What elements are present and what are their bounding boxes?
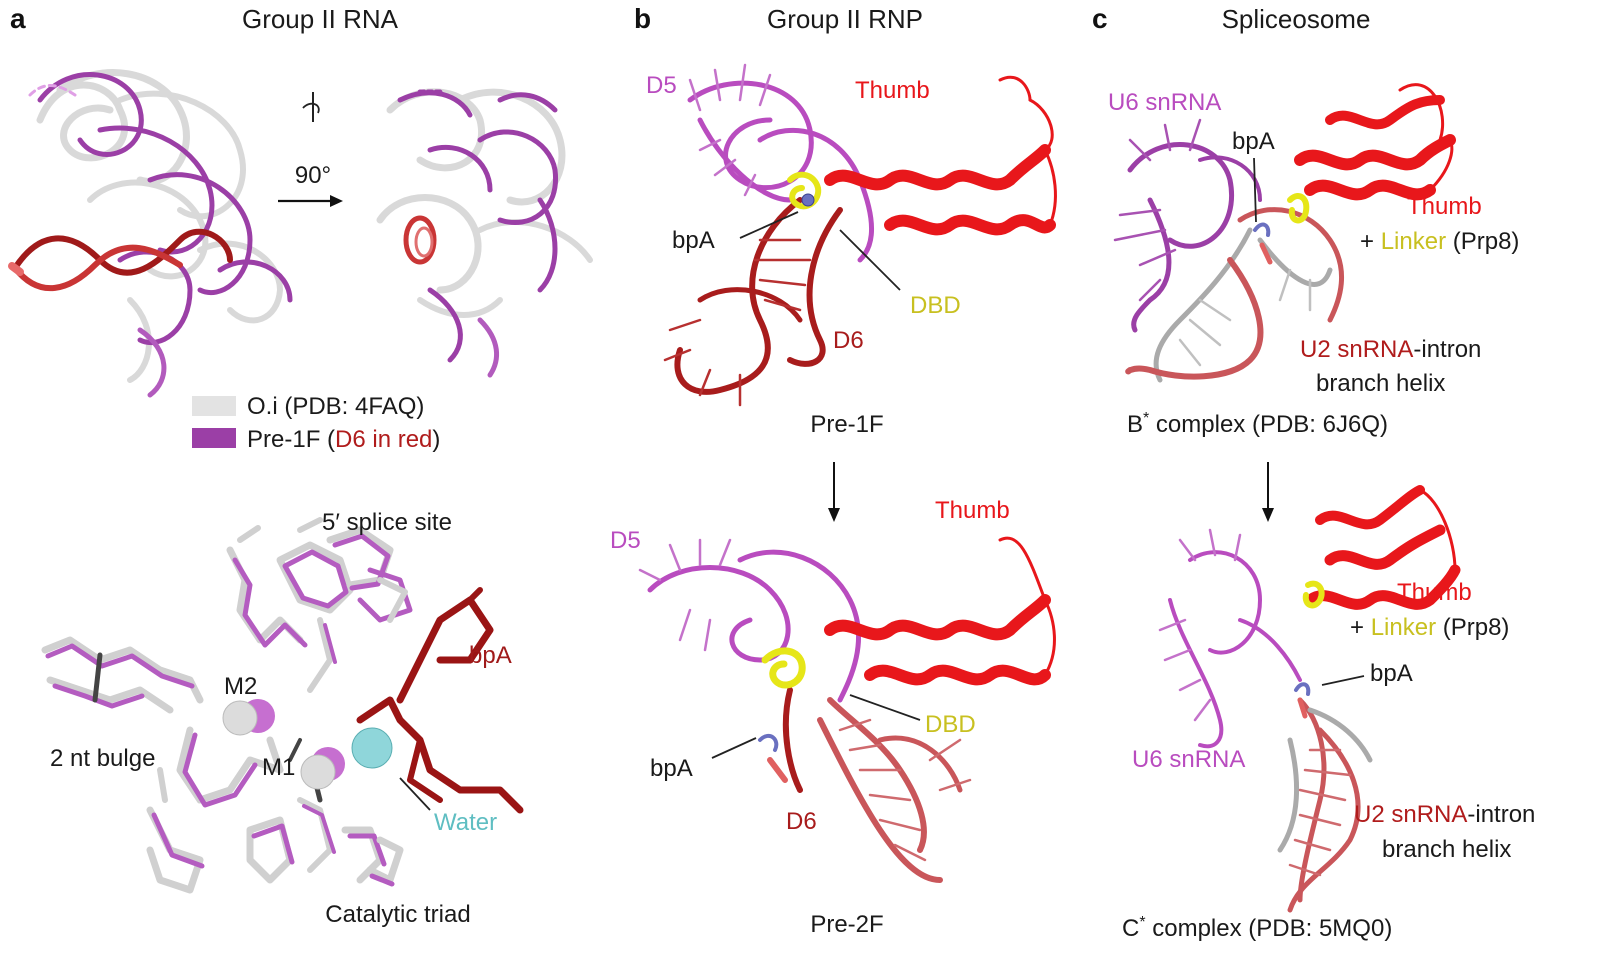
label-thumb-c-top: Thumb: [1407, 193, 1482, 220]
panel-a-letter: a: [10, 3, 26, 34]
down-arrow-icon-c: [1262, 508, 1274, 522]
caption-pre2f: Pre-2F: [810, 911, 883, 938]
group-ii-rna-structure-right: [376, 88, 593, 378]
label-catalytic-triad: Catalytic triad: [325, 901, 470, 928]
legend-swatch-oi: [192, 396, 236, 416]
metal-ions: [222, 699, 393, 790]
caption-cstar: C* complex (PDB: 5MQ0): [1122, 914, 1392, 942]
label-bpa-c-bottom: bpA: [1370, 660, 1413, 687]
label-bpa-a: bpA: [469, 642, 512, 669]
bpa-atom-top: [801, 193, 815, 207]
label-branch-c-bottom: branch helix: [1382, 836, 1511, 863]
label-d5-bottom: D5: [610, 527, 641, 554]
label-d6-bottom: D6: [786, 808, 817, 835]
right-arrow-icon: [330, 195, 343, 207]
water-molecule: [351, 727, 393, 769]
panel-a-legend: O.i (PDB: 4FAQ) Pre-1F (D6 in red): [192, 393, 440, 453]
group-ii-rna-structure-left: [8, 69, 293, 398]
label-m2: M2: [224, 673, 257, 700]
legend-label-pre1f: Pre-1F (D6 in red): [247, 426, 440, 453]
label-u6-bottom: U6 snRNA: [1132, 746, 1245, 773]
m2-ion-grey: [222, 700, 258, 736]
label-d5-top: D5: [646, 72, 677, 99]
label-m1: M1: [262, 754, 295, 781]
rnp-structure-bottom: [638, 536, 1056, 883]
label-bpa-c-top: bpA: [1232, 128, 1275, 155]
label-bulge: 2 nt bulge: [50, 745, 155, 772]
caption-pre1f: Pre-1F: [810, 411, 883, 438]
rnp-structure-top: [663, 63, 1057, 407]
spliceosome-structure-top: [1113, 83, 1456, 383]
label-u2-c-top: U2 snRNA-intron: [1300, 336, 1481, 363]
rotation-marker: 90°: [278, 92, 343, 207]
label-bpa-b-top: bpA: [672, 227, 715, 254]
rotation-label: 90°: [295, 162, 331, 189]
panel-b-letter: b: [634, 3, 651, 34]
label-bpa-b-bottom: bpA: [650, 755, 693, 782]
panel-b-title: Group II RNP: [767, 4, 923, 34]
panel-c: c Spliceosome: [1092, 3, 1535, 942]
legend-swatch-pre1f: [192, 428, 236, 448]
spliceosome-structure-bottom: [1158, 485, 1461, 913]
panel-a-title: Group II RNA: [242, 4, 399, 34]
label-u2-c-bottom: U2 snRNA-intron: [1354, 801, 1535, 828]
label-thumb-c-bottom: Thumb: [1397, 579, 1472, 606]
label-u6-top: U6 snRNA: [1108, 89, 1221, 116]
panel-a: a Group II RNA 90°: [8, 3, 593, 928]
panel-c-letter: c: [1092, 3, 1108, 34]
label-water: Water: [434, 809, 497, 836]
down-arrow-icon-b: [828, 508, 840, 522]
legend-label-oi: O.i (PDB: 4FAQ): [247, 393, 424, 420]
m1-ion-grey: [300, 754, 336, 790]
label-linker-c-top: + Linker (Prp8): [1360, 228, 1519, 255]
caption-bstar: B* complex (PDB: 6J6Q): [1127, 410, 1388, 438]
panel-b: b Group II RNP: [610, 3, 1057, 938]
label-splice-site: 5′ splice site: [322, 509, 452, 536]
label-dbd-top: DBD: [910, 292, 961, 319]
label-linker-c-bottom: + Linker (Prp8): [1350, 614, 1509, 641]
panel-c-title: Spliceosome: [1222, 4, 1371, 34]
label-branch-c-top: branch helix: [1316, 370, 1445, 397]
label-thumb-b-top: Thumb: [855, 77, 930, 104]
label-d6-top: D6: [833, 327, 864, 354]
rotate-arrow-icon: [302, 102, 320, 114]
label-thumb-b-bottom: Thumb: [935, 497, 1010, 524]
label-dbd-bottom: DBD: [925, 711, 976, 738]
